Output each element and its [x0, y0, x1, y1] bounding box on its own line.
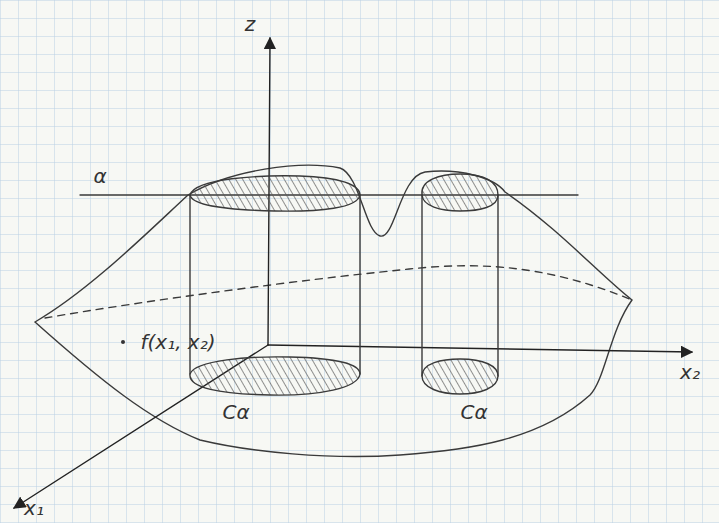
- level-set-label: Cα: [222, 402, 249, 422]
- point-dot: [121, 340, 125, 344]
- projection-line: [359, 195, 360, 374]
- level-set-label: Cα: [460, 402, 487, 422]
- plane-label: α: [93, 166, 106, 186]
- level-set-projection: [422, 359, 498, 394]
- axis-label: x₁: [24, 498, 44, 518]
- level-region: [422, 174, 498, 211]
- axis-label: x₂: [680, 362, 700, 382]
- surface-outline: [35, 165, 632, 456]
- projection-line: [497, 195, 498, 376]
- x2-axis: [268, 345, 692, 352]
- hidden-curve: [45, 266, 632, 318]
- function-label: f(x₁, x₂): [140, 332, 215, 352]
- level-set-projection: [190, 357, 360, 395]
- axis-label: z: [245, 14, 256, 34]
- projection-line: [421, 195, 422, 376]
- level-region: [190, 176, 360, 211]
